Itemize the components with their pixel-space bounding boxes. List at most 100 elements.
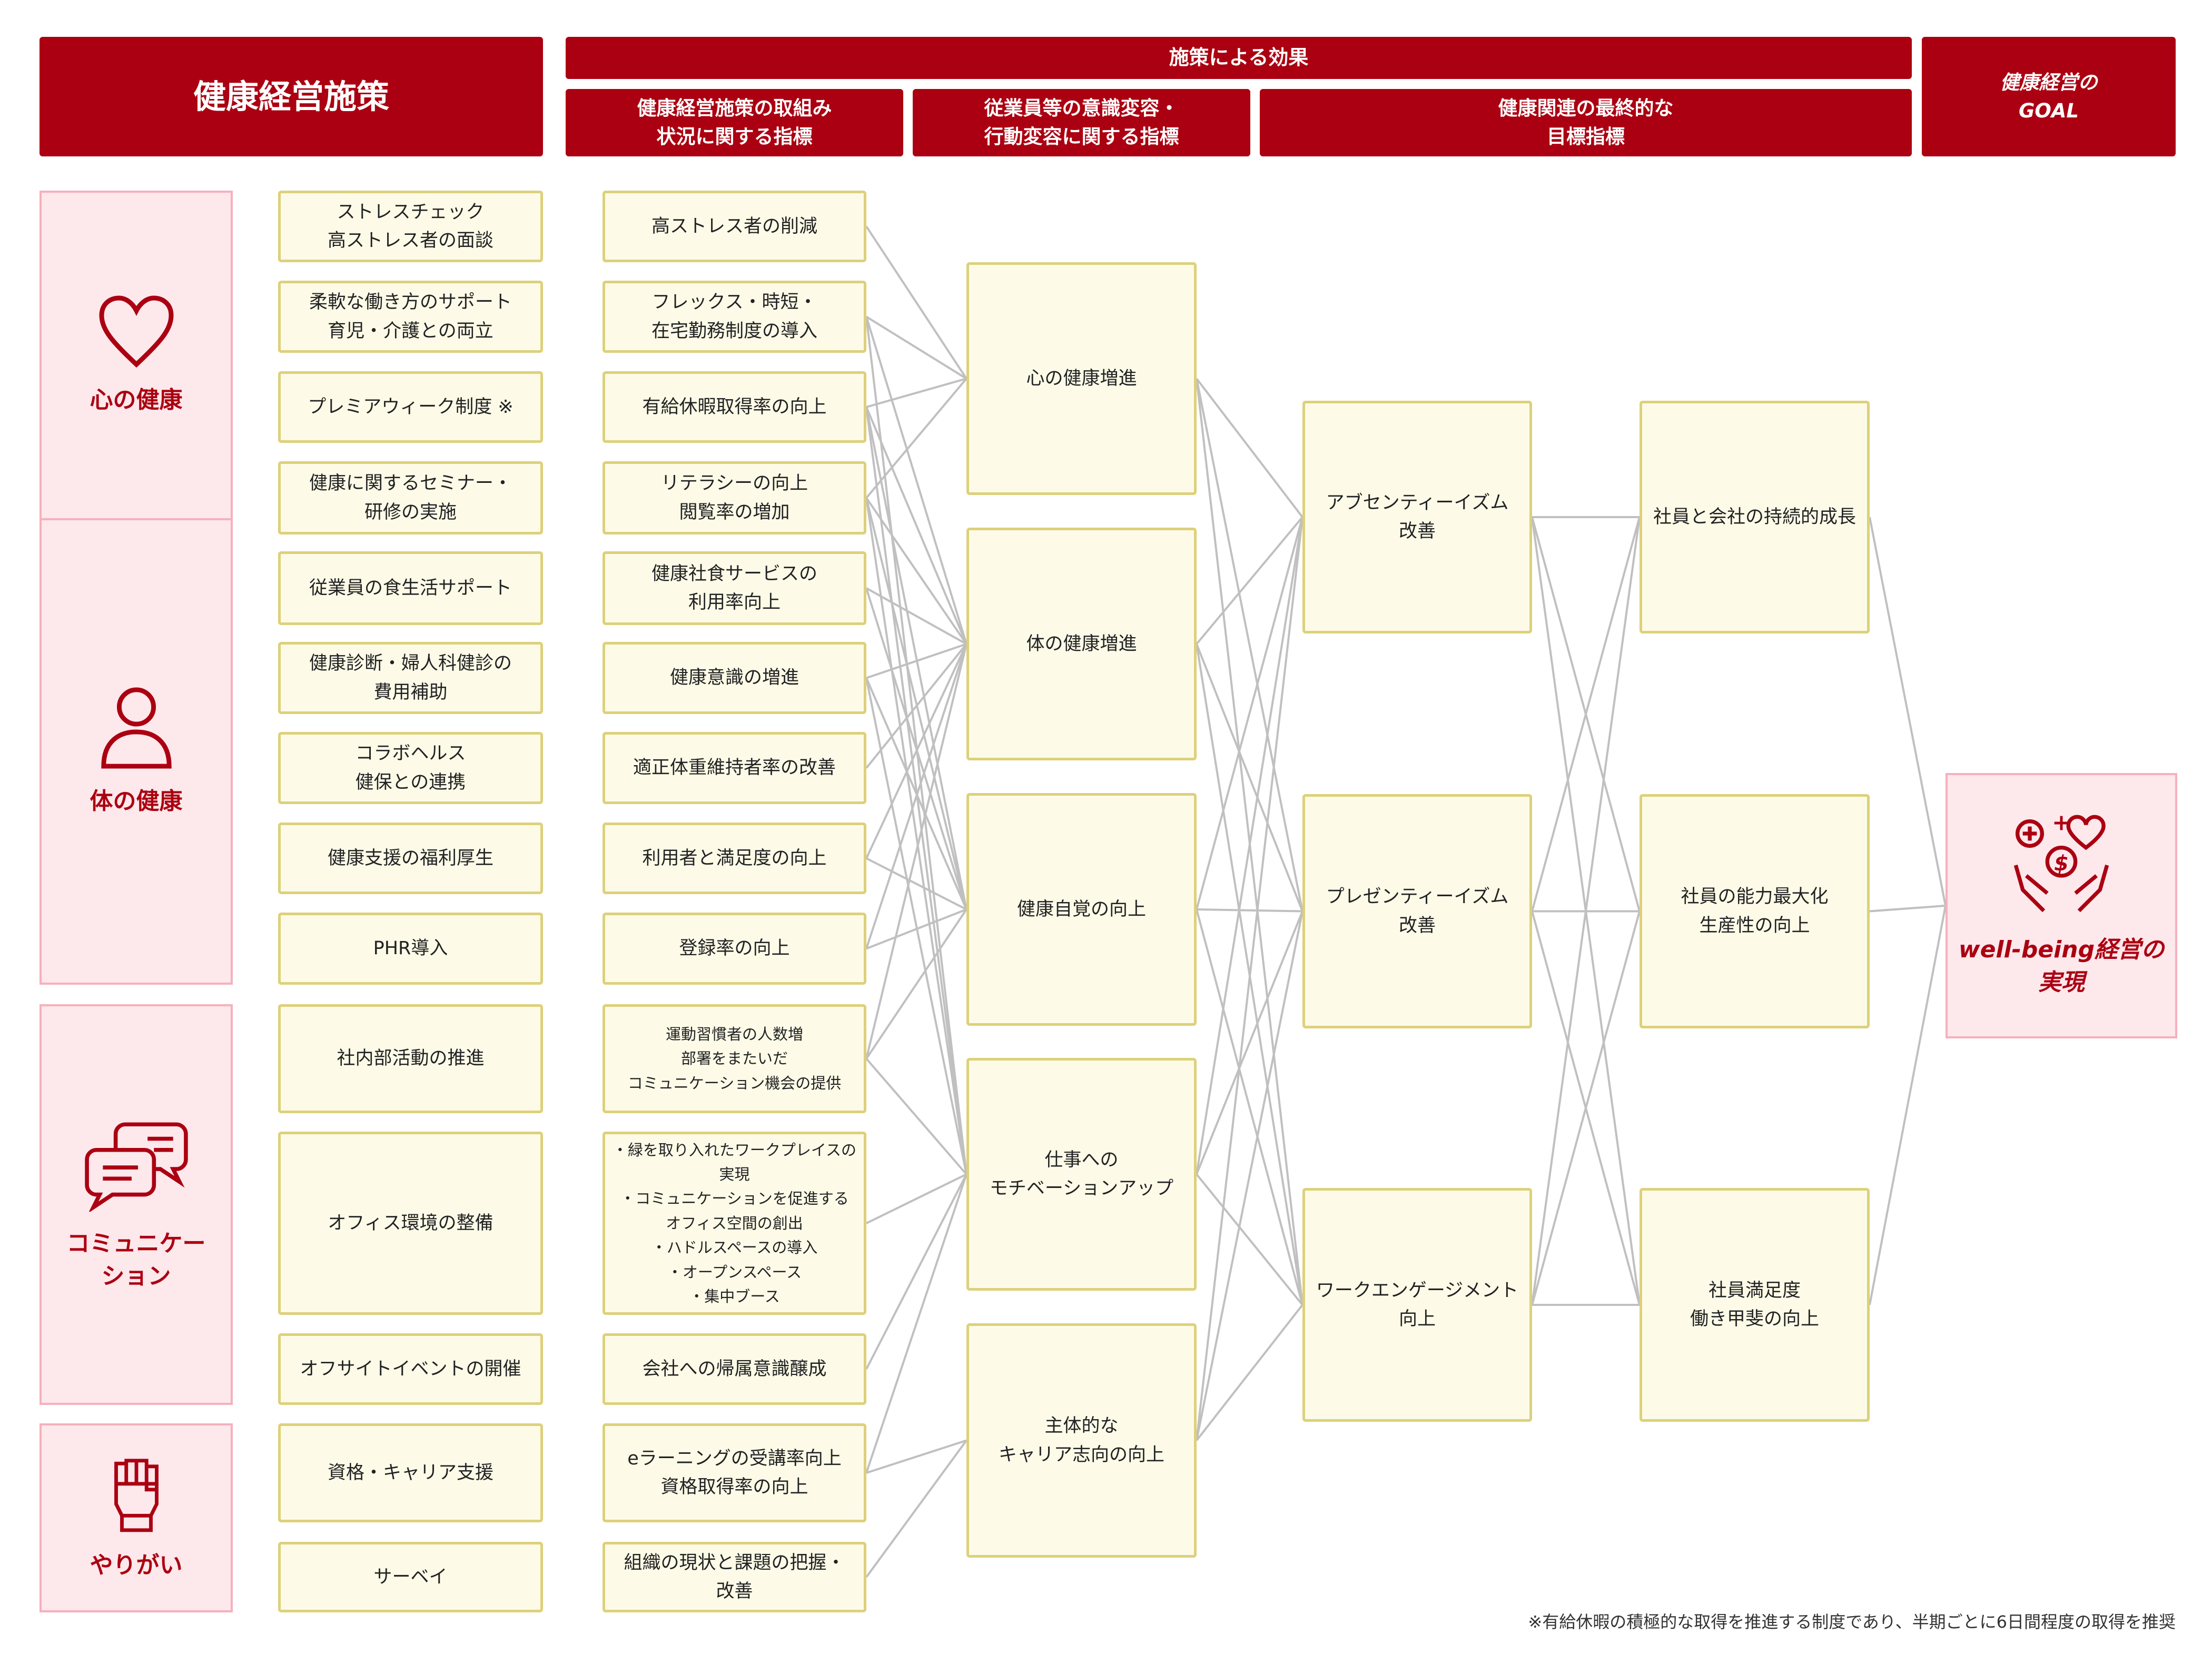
connector-line: [1196, 909, 1303, 1305]
header-sub-behavior: 従業員等の意識変容・ 行動変容に関する指標: [913, 89, 1250, 156]
connector-line: [866, 857, 967, 910]
indicator-box: 利用者と満足度の向上: [603, 823, 866, 894]
connector-line: [1196, 516, 1303, 645]
behavior-box: 健康自覚の向上: [966, 793, 1197, 1026]
policy-box: 健康支援の福利厚生: [278, 823, 543, 894]
hands-heart-money-icon: $: [2013, 815, 2109, 913]
connector-line: [865, 1058, 967, 1175]
connector-line: [865, 1440, 967, 1578]
connector-line: [1869, 905, 1946, 913]
connector-line: [865, 315, 967, 380]
indicator-box: 健康社食サービスの 利用率向上: [603, 551, 866, 625]
policy-box: プレミアウィーク制度 ※: [278, 371, 543, 443]
outcome-box: アブセンティーイズム 改善: [1302, 401, 1532, 633]
connector-line: [865, 1174, 967, 1370]
indicator-box: 高ストレス者の削減: [603, 191, 866, 262]
connector-line: [865, 316, 967, 645]
connector-line: [1196, 378, 1303, 518]
outcome-box: ワークエンゲージメント 向上: [1302, 1188, 1532, 1422]
connector-line: [866, 643, 967, 679]
goal-label: well-being経営の 実現: [1958, 936, 2165, 996]
category-communication: コミュニケー ション: [39, 1004, 233, 1405]
connector-line: [1869, 517, 1947, 906]
target-box: 社員と会社の持続的成長: [1640, 401, 1870, 633]
connector-line: [1196, 517, 1303, 1441]
policy-box: オフィス環境の整備: [278, 1132, 543, 1315]
policy-box: 従業員の食生活サポート: [278, 551, 543, 625]
behavior-box: 仕事への モチベーションアップ: [966, 1058, 1197, 1291]
policy-box: 社内部活動の推進: [278, 1004, 543, 1113]
target-box: 社員の能力最大化 生産性の向上: [1640, 794, 1870, 1028]
target-box: 社員満足度 働き甲斐の向上: [1640, 1188, 1870, 1422]
connector-line: [1869, 905, 1947, 1305]
header-sub-targets: 健康関連の最終的な 目標指標: [1260, 89, 1912, 156]
chat-bubbles-icon: [84, 1122, 188, 1212]
indicator-box: 登録率の向上: [603, 913, 866, 985]
indicator-box: 組織の現状と課題の把握・ 改善: [603, 1542, 866, 1612]
header-policy: 健康経営施策: [39, 37, 543, 156]
policy-box: PHR導入: [278, 913, 543, 985]
policy-box: 資格・キャリア支援: [278, 1423, 543, 1522]
connector-line: [1196, 517, 1303, 1175]
connector-line: [866, 587, 967, 645]
header-sub-indicators: 健康経営施策の取組み 状況に関する指標: [566, 89, 903, 156]
policy-box: オフサイトイベントの開催: [278, 1333, 543, 1405]
indicator-box: 運動習慣者の人数増 部署をまたいだ コミュニケーション機会の提供: [603, 1004, 866, 1113]
header-goal: 健康経営の GOAL: [1922, 37, 2176, 156]
connector-line: [866, 378, 967, 408]
connector-line: [1196, 378, 1303, 912]
fist-icon: [114, 1459, 159, 1532]
connector-line: [865, 497, 967, 645]
policy-box: サーベイ: [278, 1542, 543, 1612]
behavior-box: 体の健康増進: [966, 528, 1197, 760]
connector-line: [865, 407, 967, 1175]
footnote: ※有給休暇の積極的な取得を推進する制度であり、半期ごとに6日間程度の取得を推奨: [1528, 1612, 2176, 1632]
policy-box: 柔軟な働き方のサポート 育児・介護との両立: [278, 281, 543, 353]
connector-line: [865, 407, 967, 645]
policy-box: ストレスチェック 高ストレス者の面談: [278, 191, 543, 262]
connector-line: [1196, 1173, 1303, 1306]
connector-line: [865, 378, 967, 499]
connector-line: [1531, 517, 1641, 1305]
connector-line: [865, 407, 967, 910]
connector-line: [866, 1173, 967, 1224]
indicator-box: フレックス・時短・ 在宅勤務制度の導入: [603, 281, 866, 353]
category-label: やりがい: [90, 1551, 183, 1579]
indicator-box: 適正体重維持者率の改善: [603, 732, 866, 804]
connector-line: [1196, 643, 1303, 912]
indicator-box: リテラシーの向上 閲覧率の増加: [603, 461, 866, 534]
policy-box: 健康に関するセミナー・ 研修の実施: [278, 461, 543, 534]
behavior-box: 心の健康増進: [966, 262, 1197, 495]
header-effects: 施策による効果: [566, 37, 1912, 79]
indicator-box: eラーニングの受講率向上 資格取得率の向上: [603, 1423, 866, 1522]
category-label: コミュニケー ション: [66, 1230, 206, 1290]
connector-line: [865, 225, 967, 380]
outcome-box: プレゼンティーイズム 改善: [1302, 794, 1532, 1028]
heart-icon: [98, 295, 174, 368]
connector-line: [1196, 1304, 1303, 1441]
category-mental-health: 心の健康: [39, 191, 233, 520]
connector-line: [865, 316, 967, 1175]
connector-line: [1196, 908, 1303, 913]
behavior-box: 主体的な キャリア志向の向上: [966, 1323, 1197, 1558]
connector-line: [1531, 517, 1641, 912]
connector-line: [865, 908, 967, 1059]
connector-line: [865, 1174, 967, 1473]
policy-box: 健康診断・婦人科健診の 費用補助: [278, 642, 543, 714]
connector-line: [866, 1439, 967, 1474]
indicator-box: ・緑を取り入れたワークプレイスの 実現 ・コミュニケーションを促進する オフィス…: [603, 1132, 866, 1315]
connector-line: [865, 643, 967, 1059]
indicator-box: 健康意識の増進: [603, 642, 866, 714]
category-label: 心の健康: [90, 387, 183, 414]
connector-line: [1196, 517, 1303, 910]
goal-box: $ well-being経営の 実現: [1946, 773, 2177, 1038]
connector-line: [865, 678, 967, 1175]
category-motivation: やりがい: [39, 1423, 233, 1612]
category-label: 体の健康: [90, 788, 183, 815]
connector-line: [1196, 910, 1303, 1175]
indicator-box: 会社への帰属意識醸成: [603, 1333, 866, 1405]
connector-line: [865, 498, 967, 1175]
person-icon: [101, 687, 172, 769]
svg-text:$: $: [2054, 851, 2069, 876]
connector-line: [1531, 910, 1641, 1305]
